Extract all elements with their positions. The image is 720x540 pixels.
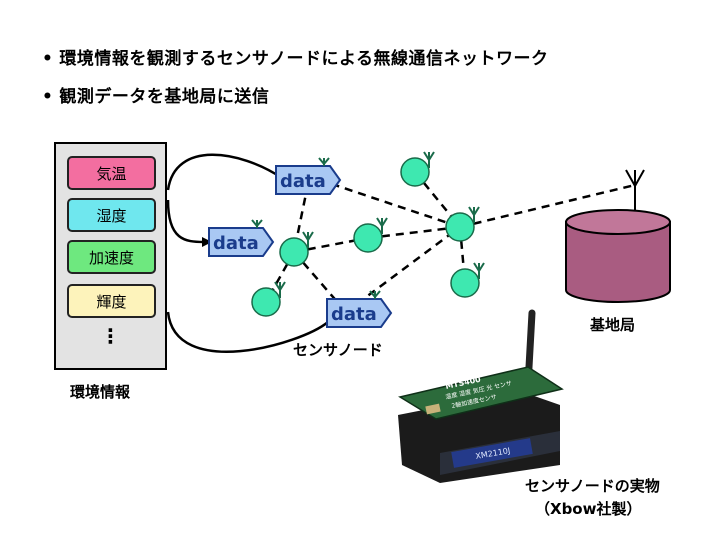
- bullet-item-1: •環境情報を観測するセンサノードによる無線通信ネットワーク: [42, 44, 549, 69]
- sensor-node: [279, 231, 314, 267]
- sensor-node-label: センサノード: [293, 341, 383, 359]
- flow-curve-top: [166, 153, 283, 191]
- tag-antenna-icon: [369, 290, 381, 299]
- data-tag: data: [275, 157, 342, 195]
- env-more-ellipsis: ⋮: [100, 324, 121, 348]
- data-tag-label: data: [280, 171, 326, 192]
- tag-antenna-icon: [318, 157, 330, 166]
- env-item-luminance: 輝度: [67, 284, 156, 318]
- link: [345, 225, 461, 314]
- env-item-temperature: 気温: [67, 156, 156, 190]
- environment-label: 環境情報: [70, 383, 131, 401]
- node-antenna-icon: [274, 281, 286, 298]
- node-body: [353, 223, 383, 253]
- bullet-text: 環境情報を観測するセンサノードによる無線通信ネットワーク: [59, 49, 549, 69]
- bullet-item-2: •観測データを基地局に送信: [42, 82, 269, 107]
- sensor-node: [353, 217, 388, 253]
- bullet-marker: •: [42, 87, 54, 107]
- base-station-label: 基地局: [590, 316, 636, 334]
- photo-caption-title: センサノードの実物: [525, 477, 660, 495]
- sensor-node: [400, 151, 435, 187]
- data-tag-label: data: [213, 233, 259, 254]
- data-tag-label: data: [331, 304, 377, 325]
- photo-blue-label: [451, 438, 533, 468]
- env-item-humidity: 湿度: [67, 198, 156, 232]
- link: [459, 183, 636, 229]
- bullet-text: 観測データを基地局に送信: [59, 87, 270, 107]
- node-body: [251, 287, 281, 317]
- sensor-node: [450, 262, 485, 298]
- base-station-icon: [565, 209, 671, 303]
- flow-arrow-middle: [166, 199, 205, 244]
- node-antenna-icon: [302, 231, 314, 248]
- data-tags: data data data: [208, 157, 393, 328]
- node-antenna-icon: [468, 206, 480, 223]
- environment-panel: 気温 湿度 加速度 輝度 ⋮: [54, 142, 167, 370]
- tag-antenna-icon: [251, 219, 263, 228]
- data-tag-shape: [208, 227, 275, 257]
- node-body: [279, 237, 309, 267]
- arrow-head: [202, 237, 212, 247]
- env-item-acceleration: 加速度: [67, 240, 156, 274]
- data-tag-shape: [326, 298, 393, 328]
- sensor-node: [445, 206, 480, 242]
- photo-caption-maker: （Xbow社製）: [535, 500, 642, 518]
- data-tag: data: [326, 290, 393, 328]
- base-antenna-icon: [625, 169, 645, 212]
- sensor-node: [251, 281, 286, 317]
- node-antenna-icon: [376, 217, 388, 234]
- photo-connector: [425, 403, 441, 415]
- sensor-node-photo: MTS400 温度 湿度 気圧 光 センサ 2軸加速度センサ XM2110J: [398, 309, 564, 483]
- link: [367, 225, 461, 240]
- node-body: [400, 157, 430, 187]
- data-tag-shape: [275, 165, 342, 195]
- bullet-marker: •: [42, 49, 54, 69]
- node-antenna-icon: [423, 151, 435, 168]
- node-body: [445, 212, 475, 242]
- flow-curve-bottom: [166, 311, 329, 353]
- data-tag: data: [208, 219, 275, 257]
- sensor-nodes: [251, 151, 485, 317]
- photo-board: [398, 366, 564, 420]
- node-body: [450, 268, 480, 298]
- node-antenna-icon: [473, 262, 485, 279]
